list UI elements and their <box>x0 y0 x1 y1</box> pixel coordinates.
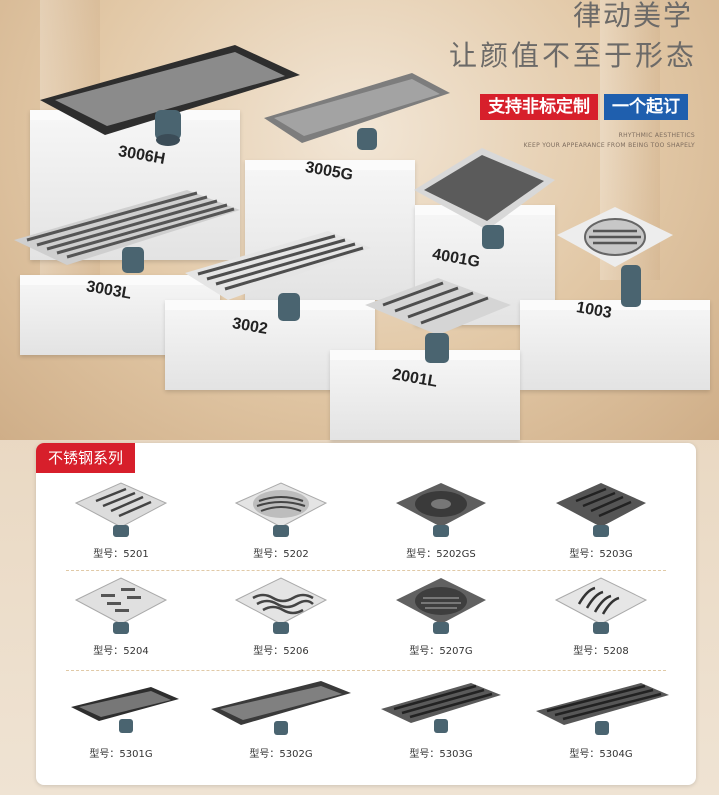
product-label: 型号：5201 <box>93 549 149 560</box>
row-divider <box>66 670 666 671</box>
product-item-5202gs[interactable]: 型号：5202GS <box>366 481 516 560</box>
drain-2001l <box>365 278 511 363</box>
square-drain-slotted-gray-icon <box>556 483 646 537</box>
hero-banner: 律动美学 让颜值不至于形态 支持非标定制 一个起订 RHYTHMIC AESTH… <box>0 0 719 440</box>
square-drain-slotted-silver-icon <box>74 482 168 537</box>
square-drain-circle-gray-icon <box>396 578 486 634</box>
linear-drain-tile-gray-icon <box>211 681 351 735</box>
product-item-5204[interactable]: 型号：5204 <box>46 576 196 657</box>
pedestal <box>520 300 710 390</box>
row-divider <box>66 570 666 571</box>
product-item-5301g[interactable]: 型号：5301G <box>46 679 196 760</box>
product-item-5203g[interactable]: 型号：5203G <box>526 481 676 560</box>
hero-heading-line1: 律动美学 <box>572 0 693 32</box>
product-label: 型号：5302G <box>249 749 313 760</box>
product-label: 型号：5204 <box>93 646 149 657</box>
product-item-5207g[interactable]: 型号：5207G <box>366 576 516 657</box>
product-label: 型号：5208 <box>573 646 629 657</box>
product-label: 型号：5203G <box>569 549 633 560</box>
product-item-5208[interactable]: 型号：5208 <box>526 576 676 657</box>
tagline-en-1: RHYTHMIC AESTHETICS <box>618 132 695 139</box>
product-label: 型号：5303G <box>409 749 473 760</box>
drain-1003 <box>557 207 673 307</box>
product-label: 型号：5304G <box>569 749 633 760</box>
square-drain-round-gray-icon <box>396 483 486 537</box>
pedestal <box>245 160 415 300</box>
product-label: 型号：5202 <box>253 549 309 560</box>
product-label: 型号：5301G <box>89 749 153 760</box>
product-panel: 不锈钢系列 型号：5201 型号：5202 <box>36 443 696 785</box>
hero-heading-line2: 让颜值不至于形态 <box>448 39 697 72</box>
product-item-5206[interactable]: 型号：5206 <box>206 576 356 657</box>
drain-3002 <box>185 231 371 321</box>
product-item-5201[interactable]: 型号：5201 <box>46 481 196 560</box>
panel-title: 不锈钢系列 <box>36 443 136 473</box>
product-label: 型号：5206 <box>253 646 309 657</box>
product-item-5304g[interactable]: 型号：5304G <box>526 679 676 760</box>
drain-4001g <box>414 148 555 249</box>
product-item-5202[interactable]: 型号：5202 <box>206 481 356 560</box>
drain-3003l <box>14 190 240 273</box>
product-label: 型号：5207G <box>409 646 473 657</box>
square-drain-wave-silver-icon <box>234 482 328 537</box>
product-label: 型号：5202GS <box>406 549 476 560</box>
product-item-5302g[interactable]: 型号：5302G <box>206 679 356 760</box>
tagline-en-2: KEEP YOUR APPEARANCE FROM BEING TOO SHAP… <box>523 142 695 149</box>
square-drain-wave-silver-icon <box>234 577 328 634</box>
product-item-5303g[interactable]: 型号：5303G <box>366 679 516 760</box>
linear-drain-slotted-gray-icon <box>381 683 501 733</box>
linear-drain-tile-black-icon <box>71 687 179 733</box>
min-order-badge: 一个起订 <box>604 94 688 120</box>
custom-badge: 支持非标定制 <box>480 94 598 120</box>
linear-drain-slotted-gray-icon <box>536 683 669 735</box>
drain-3005g <box>264 73 450 150</box>
square-drain-pattern-silver-icon <box>74 577 168 634</box>
drain-3006h <box>40 45 300 146</box>
square-drain-leaf-silver-icon <box>554 577 648 634</box>
